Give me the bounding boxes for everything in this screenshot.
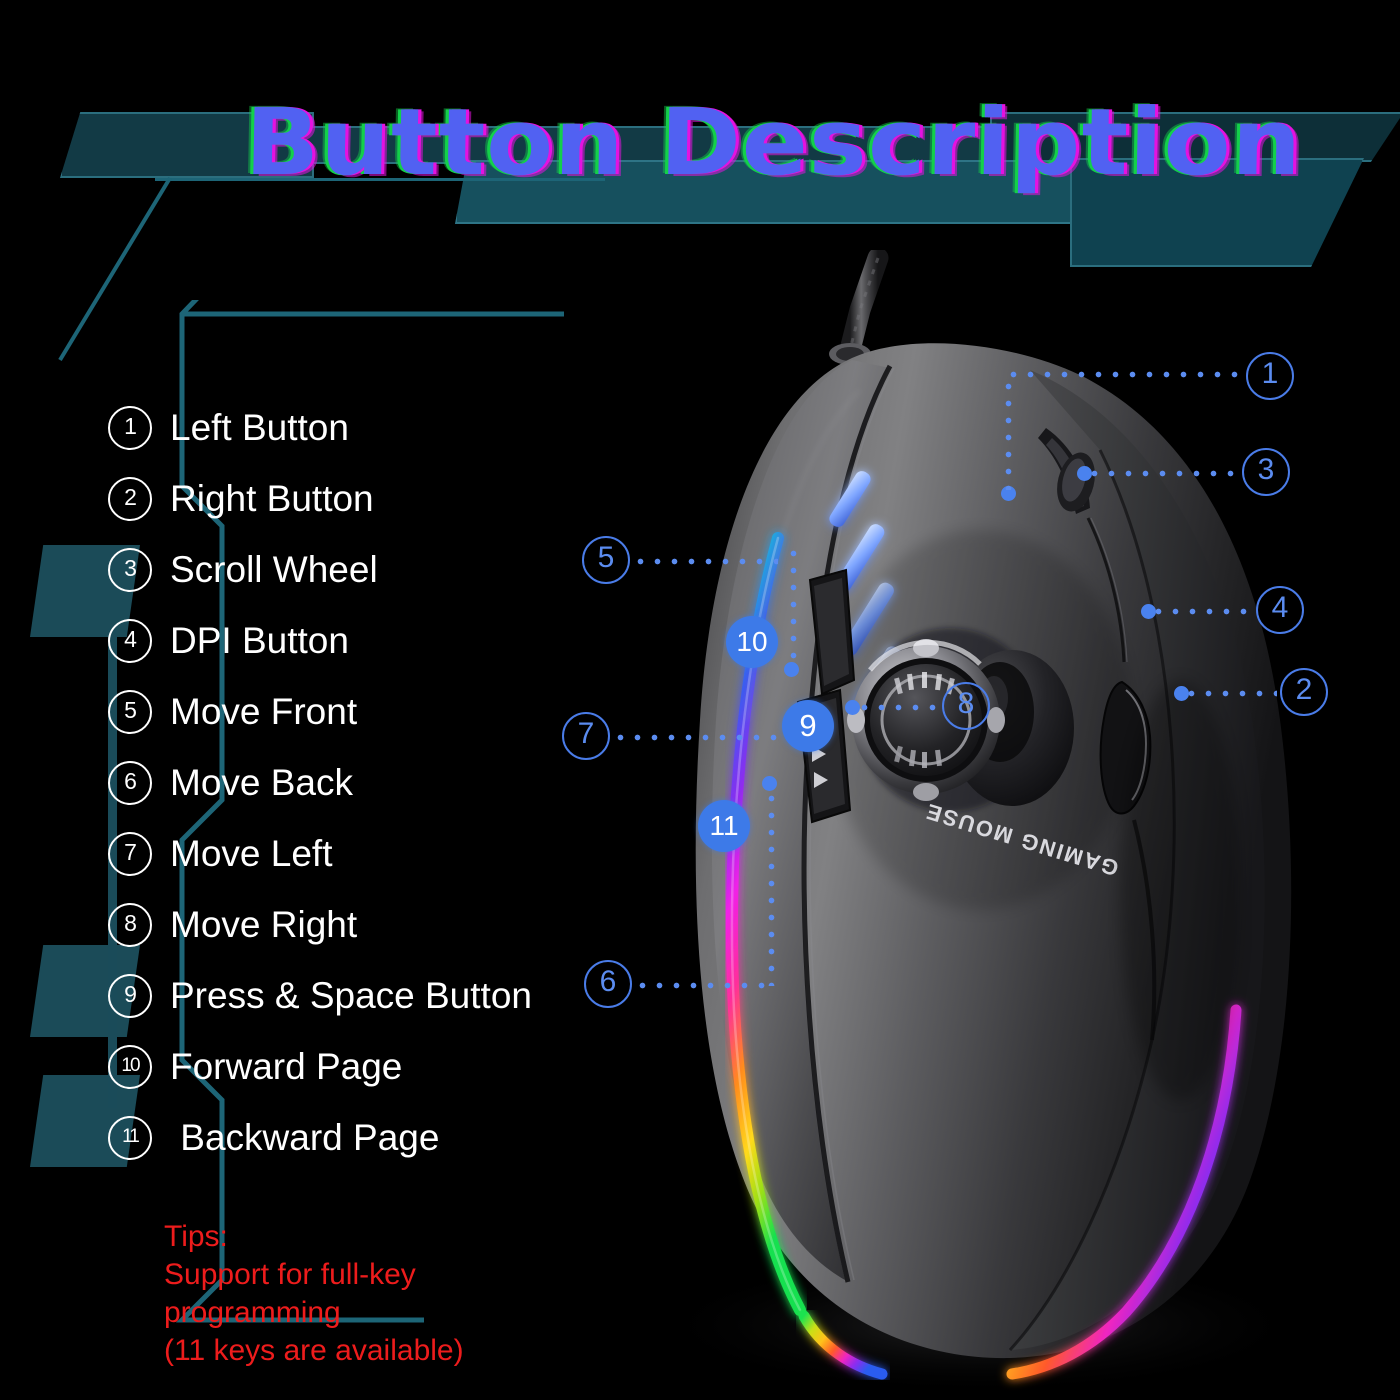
- legend-label-8: Move Right: [170, 903, 358, 945]
- legend-label-5: Move Front: [170, 690, 358, 732]
- callout-marker-10[interactable]: 10: [726, 616, 778, 668]
- product-image-gaming-mouse: GAMING MOUSE: [650, 250, 1310, 1395]
- tips-block: Tips: Support for full-key programming (…: [164, 1218, 464, 1370]
- legend-item-6: 6 Move Back: [108, 747, 578, 818]
- callout-marker-6[interactable]: 6: [584, 960, 632, 1008]
- page-title-text: Button Description: [244, 89, 1304, 196]
- callout-marker-11[interactable]: 11: [698, 800, 750, 852]
- callout-anchor-2: [1174, 686, 1189, 701]
- legend-item-5: 5 Move Front: [108, 676, 578, 747]
- callout-leader-6-horizontal: [634, 982, 774, 989]
- legend-item-1: 1 Left Button: [108, 392, 578, 463]
- tips-line-2: Support for full-key: [164, 1258, 416, 1291]
- legend-number-11: 11: [108, 1115, 152, 1160]
- legend-item-7: 7 Move Left: [108, 818, 578, 889]
- legend-item-11: 11 Backward Page: [108, 1102, 578, 1173]
- legend-number-2: 2: [108, 476, 152, 521]
- callout-anchor-8: [845, 700, 860, 715]
- button-legend-list: 1 Left Button 2 Right Button 3 Scroll Wh…: [108, 392, 578, 1173]
- callout-leader-8: [856, 704, 942, 711]
- legend-label-4: DPI Button: [170, 619, 349, 661]
- callout-marker-7[interactable]: 7: [562, 712, 610, 760]
- legend-item-8: 8 Move Right: [108, 889, 578, 960]
- legend-number-4: 4: [108, 618, 152, 663]
- callout-marker-2[interactable]: 2: [1280, 668, 1328, 716]
- legend-label-2: Right Button: [170, 477, 374, 519]
- legend-number-8: 8: [108, 902, 152, 947]
- legend-item-4: 4 DPI Button: [108, 605, 578, 676]
- legend-label-7: Move Left: [170, 832, 333, 874]
- callout-marker-4[interactable]: 4: [1256, 586, 1304, 634]
- legend-item-10: 10 Forward Page: [108, 1031, 578, 1102]
- callout-anchor-1: [1001, 486, 1016, 501]
- legend-label-10: Forward Page: [170, 1045, 403, 1087]
- page-title: Button Description: [244, 88, 1303, 198]
- legend-number-7: 7: [108, 831, 152, 876]
- callout-anchor-10: [784, 662, 799, 677]
- callout-leader-6-vertical: [768, 790, 775, 986]
- legend-number-1: 1: [108, 405, 152, 450]
- callout-anchor-6: [762, 776, 777, 791]
- legend-item-3: 3 Scroll Wheel: [108, 534, 578, 605]
- callout-leader-4: [1150, 608, 1254, 615]
- callout-leader-5: [632, 558, 778, 565]
- legend-number-5: 5: [108, 689, 152, 734]
- callout-marker-3[interactable]: 3: [1242, 448, 1290, 496]
- legend-item-9: 9 Press & Space Button: [108, 960, 578, 1031]
- legend-number-6: 6: [108, 760, 152, 805]
- callout-leader-1-vertical: [1005, 378, 1012, 490]
- callout-leader-1-horizontal: [1005, 371, 1241, 378]
- callout-marker-8[interactable]: 8: [942, 682, 990, 730]
- legend-label-11: Backward Page: [170, 1116, 440, 1158]
- corner-diagonal-line: [58, 176, 172, 362]
- legend-number-3: 3: [108, 547, 152, 592]
- legend-label-1: Left Button: [170, 406, 349, 448]
- callout-anchor-3: [1077, 466, 1092, 481]
- legend-number-9: 9: [108, 973, 152, 1018]
- callout-marker-9[interactable]: 9: [782, 700, 834, 752]
- callout-leader-7: [612, 734, 798, 741]
- legend-item-2: 2 Right Button: [108, 463, 578, 534]
- legend-label-9: Press & Space Button: [170, 974, 532, 1016]
- callout-leader-3: [1086, 470, 1242, 477]
- tips-line-1: Tips:: [164, 1220, 228, 1253]
- tips-line-3: programming: [164, 1296, 341, 1329]
- legend-label-3: Scroll Wheel: [170, 548, 378, 590]
- legend-label-6: Move Back: [170, 761, 354, 803]
- callout-leader-2: [1183, 690, 1277, 697]
- callout-anchor-4: [1141, 604, 1156, 619]
- callout-marker-1[interactable]: 1: [1246, 352, 1294, 400]
- callout-marker-5[interactable]: 5: [582, 536, 630, 584]
- legend-number-10: 10: [108, 1044, 152, 1089]
- callout-leader-10: [790, 545, 797, 671]
- tips-line-4: (11 keys are available): [164, 1334, 464, 1367]
